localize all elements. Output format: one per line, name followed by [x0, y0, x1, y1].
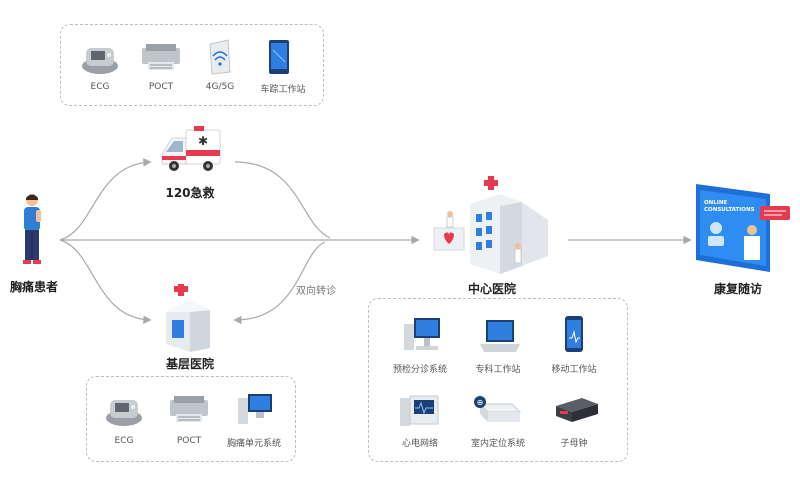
ecg-device-icon: [82, 48, 118, 74]
wireless-4g5g-icon: [209, 39, 231, 75]
vehicle-workstation-icon: [269, 40, 289, 74]
indoor-positioning-icon: ⊕: [474, 396, 522, 422]
ambulance-device-label: 车踪工作站: [260, 85, 306, 95]
chest-pain-unit-system-icon: [238, 394, 272, 424]
screen-line-2: CONSULTATIONS: [704, 207, 755, 213]
ecg-network-icon: [400, 395, 439, 426]
clinic-device-label: 胸痛单元系统: [226, 439, 282, 449]
center-device-label: 室内定位系统: [470, 439, 526, 449]
ambulance-device-label: ECG: [90, 82, 110, 92]
clinic-device-label: POCT: [176, 436, 202, 446]
patient-icon: [23, 194, 41, 264]
patient-label: 胸痛患者: [9, 280, 59, 294]
clinic-devices-box: [86, 376, 296, 462]
clinic-device-label: ECG: [114, 436, 134, 446]
center-device-label: 专科工作站: [475, 365, 521, 375]
triage-system-icon: [404, 318, 440, 350]
ambulance-device-label: POCT: [148, 82, 174, 92]
referral-edge-label: 双向转诊: [296, 286, 336, 297]
specialist-workstation-icon: [480, 320, 520, 352]
ambulance-icon: ✱: [161, 126, 221, 171]
poct-device-icon: [142, 44, 180, 70]
central-hospital-icon: [433, 176, 548, 274]
ambulance-label: 120急救: [165, 186, 215, 200]
center-devices-box: [368, 298, 628, 462]
edge-patient-ambulance: [59, 158, 152, 241]
center-device-label: 子母钟: [560, 439, 588, 449]
center-device-label: 心电网络: [401, 439, 439, 449]
screen-line-1: ONLINE: [704, 200, 727, 206]
ambulance-devices-box: [60, 24, 324, 106]
center-device-label: 移动工作站: [551, 365, 597, 375]
svg-text:✱: ✱: [198, 134, 208, 148]
rehab-label: 康复随访: [713, 282, 763, 296]
mobile-workstation-icon: [565, 316, 583, 352]
svg-text:⊕: ⊕: [477, 398, 484, 407]
edge-patient-clinic: [59, 239, 152, 324]
center-device-label: 预检分诊系统: [392, 365, 448, 375]
online-consultation-screen-icon: ONLINE CONSULTATIONS: [696, 184, 790, 272]
ecg-device-icon: [106, 400, 142, 426]
clinic-building-icon: [166, 284, 210, 352]
edge-ambulance-center: [234, 161, 331, 239]
master-slave-clock-icon: [556, 398, 598, 422]
central-hospital-label: 中心医院: [467, 282, 517, 296]
poct-device-icon: [170, 396, 208, 422]
edge-center-clinic: [233, 241, 326, 325]
clinic-label: 基层医院: [165, 357, 215, 371]
ambulance-device-label: 4G/5G: [205, 82, 235, 92]
